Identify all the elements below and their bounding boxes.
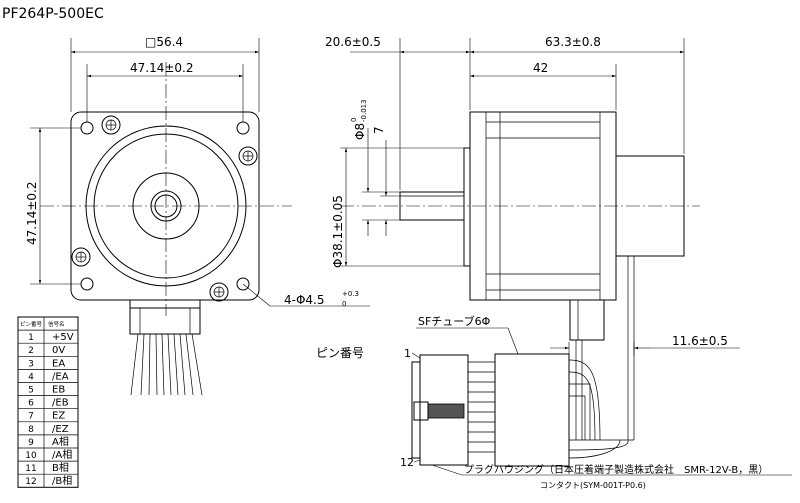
pin-table-cell-pin: 11 — [25, 464, 36, 474]
pin-table-cell-signal: /EZ — [52, 424, 69, 435]
screw-head-1 — [101, 115, 121, 135]
screw-head-4 — [209, 282, 229, 302]
pin-table-cell-pin: 3 — [28, 359, 34, 369]
pin-table-cell-signal: /EA — [52, 371, 69, 382]
pin-table-cell-pin: 5 — [28, 386, 34, 396]
housing-note: プラグハウジング（日本圧着端子製造株式会社 SMR-12V-B，黒） — [464, 463, 768, 476]
lead-dim: 11.6±0.5 — [672, 334, 728, 348]
hole-pitch-v: 47.14±0.2 — [25, 182, 39, 246]
pin-table-cell-pin: 10 — [25, 451, 37, 461]
pin-table-cell-signal: EZ — [52, 411, 65, 422]
screw-head-3 — [71, 247, 91, 267]
pin-table-cell-pin: 4 — [28, 372, 34, 382]
pin-table-cell-signal: /EB — [52, 398, 69, 409]
pin-table-cell-pin: 1 — [28, 333, 34, 343]
side-view: 20.6±0.5 63.3±0.8 42 Φ38.1±0.05 Φ8 0 -0.… — [325, 35, 700, 440]
flange-len-dim: 42 — [533, 61, 548, 75]
shaft-dia-dim: Φ8 — [353, 123, 367, 140]
body-len-dim: 63.3±0.8 — [545, 35, 601, 49]
pin-table-cell-pin: 8 — [28, 425, 34, 435]
pin-table-cell-pin: 12 — [25, 477, 36, 487]
shaft — [399, 191, 465, 221]
pin-table-cell-signal: A相 — [52, 435, 69, 448]
pin-label: ピン番号 — [316, 346, 364, 360]
hole-pitch-h: 47.14±0.2 — [130, 61, 194, 75]
pin-last: 12 — [400, 456, 414, 469]
pin-table: ピン番号信号名 1 +5V 2 0V 3 EA 4/EA 5 EB 6/EB 7 EZ 8/EZ 9 A相 10… — [17, 316, 79, 488]
pin-table-cell-pin: 7 — [28, 412, 34, 422]
pin-table-cell-signal: EB — [52, 385, 65, 396]
pin-table-cell-signal: +5V — [52, 332, 74, 343]
pin-first: 1 — [404, 347, 411, 360]
pin-table-cell-signal: 0V — [52, 345, 65, 356]
square-dim: □56.4 — [145, 35, 183, 49]
front-flange — [70, 111, 260, 301]
sf-tube — [494, 353, 570, 467]
pin-table-cell-signal: B相 — [52, 461, 69, 474]
shaft-dia-tol: 0 — [350, 118, 358, 122]
shaft-len-dim: 20.6±0.5 — [325, 35, 381, 49]
front-view: □56.4 47.14±0.2 47.14±0.2 4-Φ4.5 +0.3 0 — [25, 35, 370, 396]
pin-table-cell-pin: 6 — [28, 399, 34, 409]
tube-label: SFチューブ6Φ — [418, 314, 491, 328]
pin-table-header-pin: ピン番号 — [20, 321, 43, 328]
encoder-housing — [615, 155, 685, 257]
shaft-dia-tol-low: -0.013 — [360, 99, 368, 122]
pin-table-cell-pin: 9 — [28, 438, 34, 448]
hole-note-tol-low: 0 — [342, 300, 346, 308]
pin-table-header-signal: 信号名 — [48, 320, 65, 328]
pin-table-cell-signal: /B相 — [52, 474, 72, 487]
connector-view: SFチューブ6Φ ピン番号 1 12 11.6±0.5 プラグハウジング（日本圧… — [316, 314, 792, 490]
pin-table-cell-pin: 2 — [28, 346, 34, 356]
hole-note-tol: +0.3 — [342, 290, 359, 298]
hole-note: 4-Φ4.5 — [284, 293, 325, 307]
pin-table-cell-signal: EA — [52, 358, 65, 369]
model-title: PF264P-500EC — [2, 6, 104, 22]
pin-table-cell-signal: /A相 — [52, 448, 72, 461]
screw-head-2 — [238, 146, 258, 166]
lead-wires-front — [130, 333, 203, 396]
flat-dim: 7 — [372, 126, 386, 134]
lead-clamp — [129, 307, 201, 335]
pilot-dia-dim: Φ38.1±0.05 — [331, 195, 345, 268]
contact-note: コンタクト(SYM-001T-P0.6) — [540, 481, 646, 490]
